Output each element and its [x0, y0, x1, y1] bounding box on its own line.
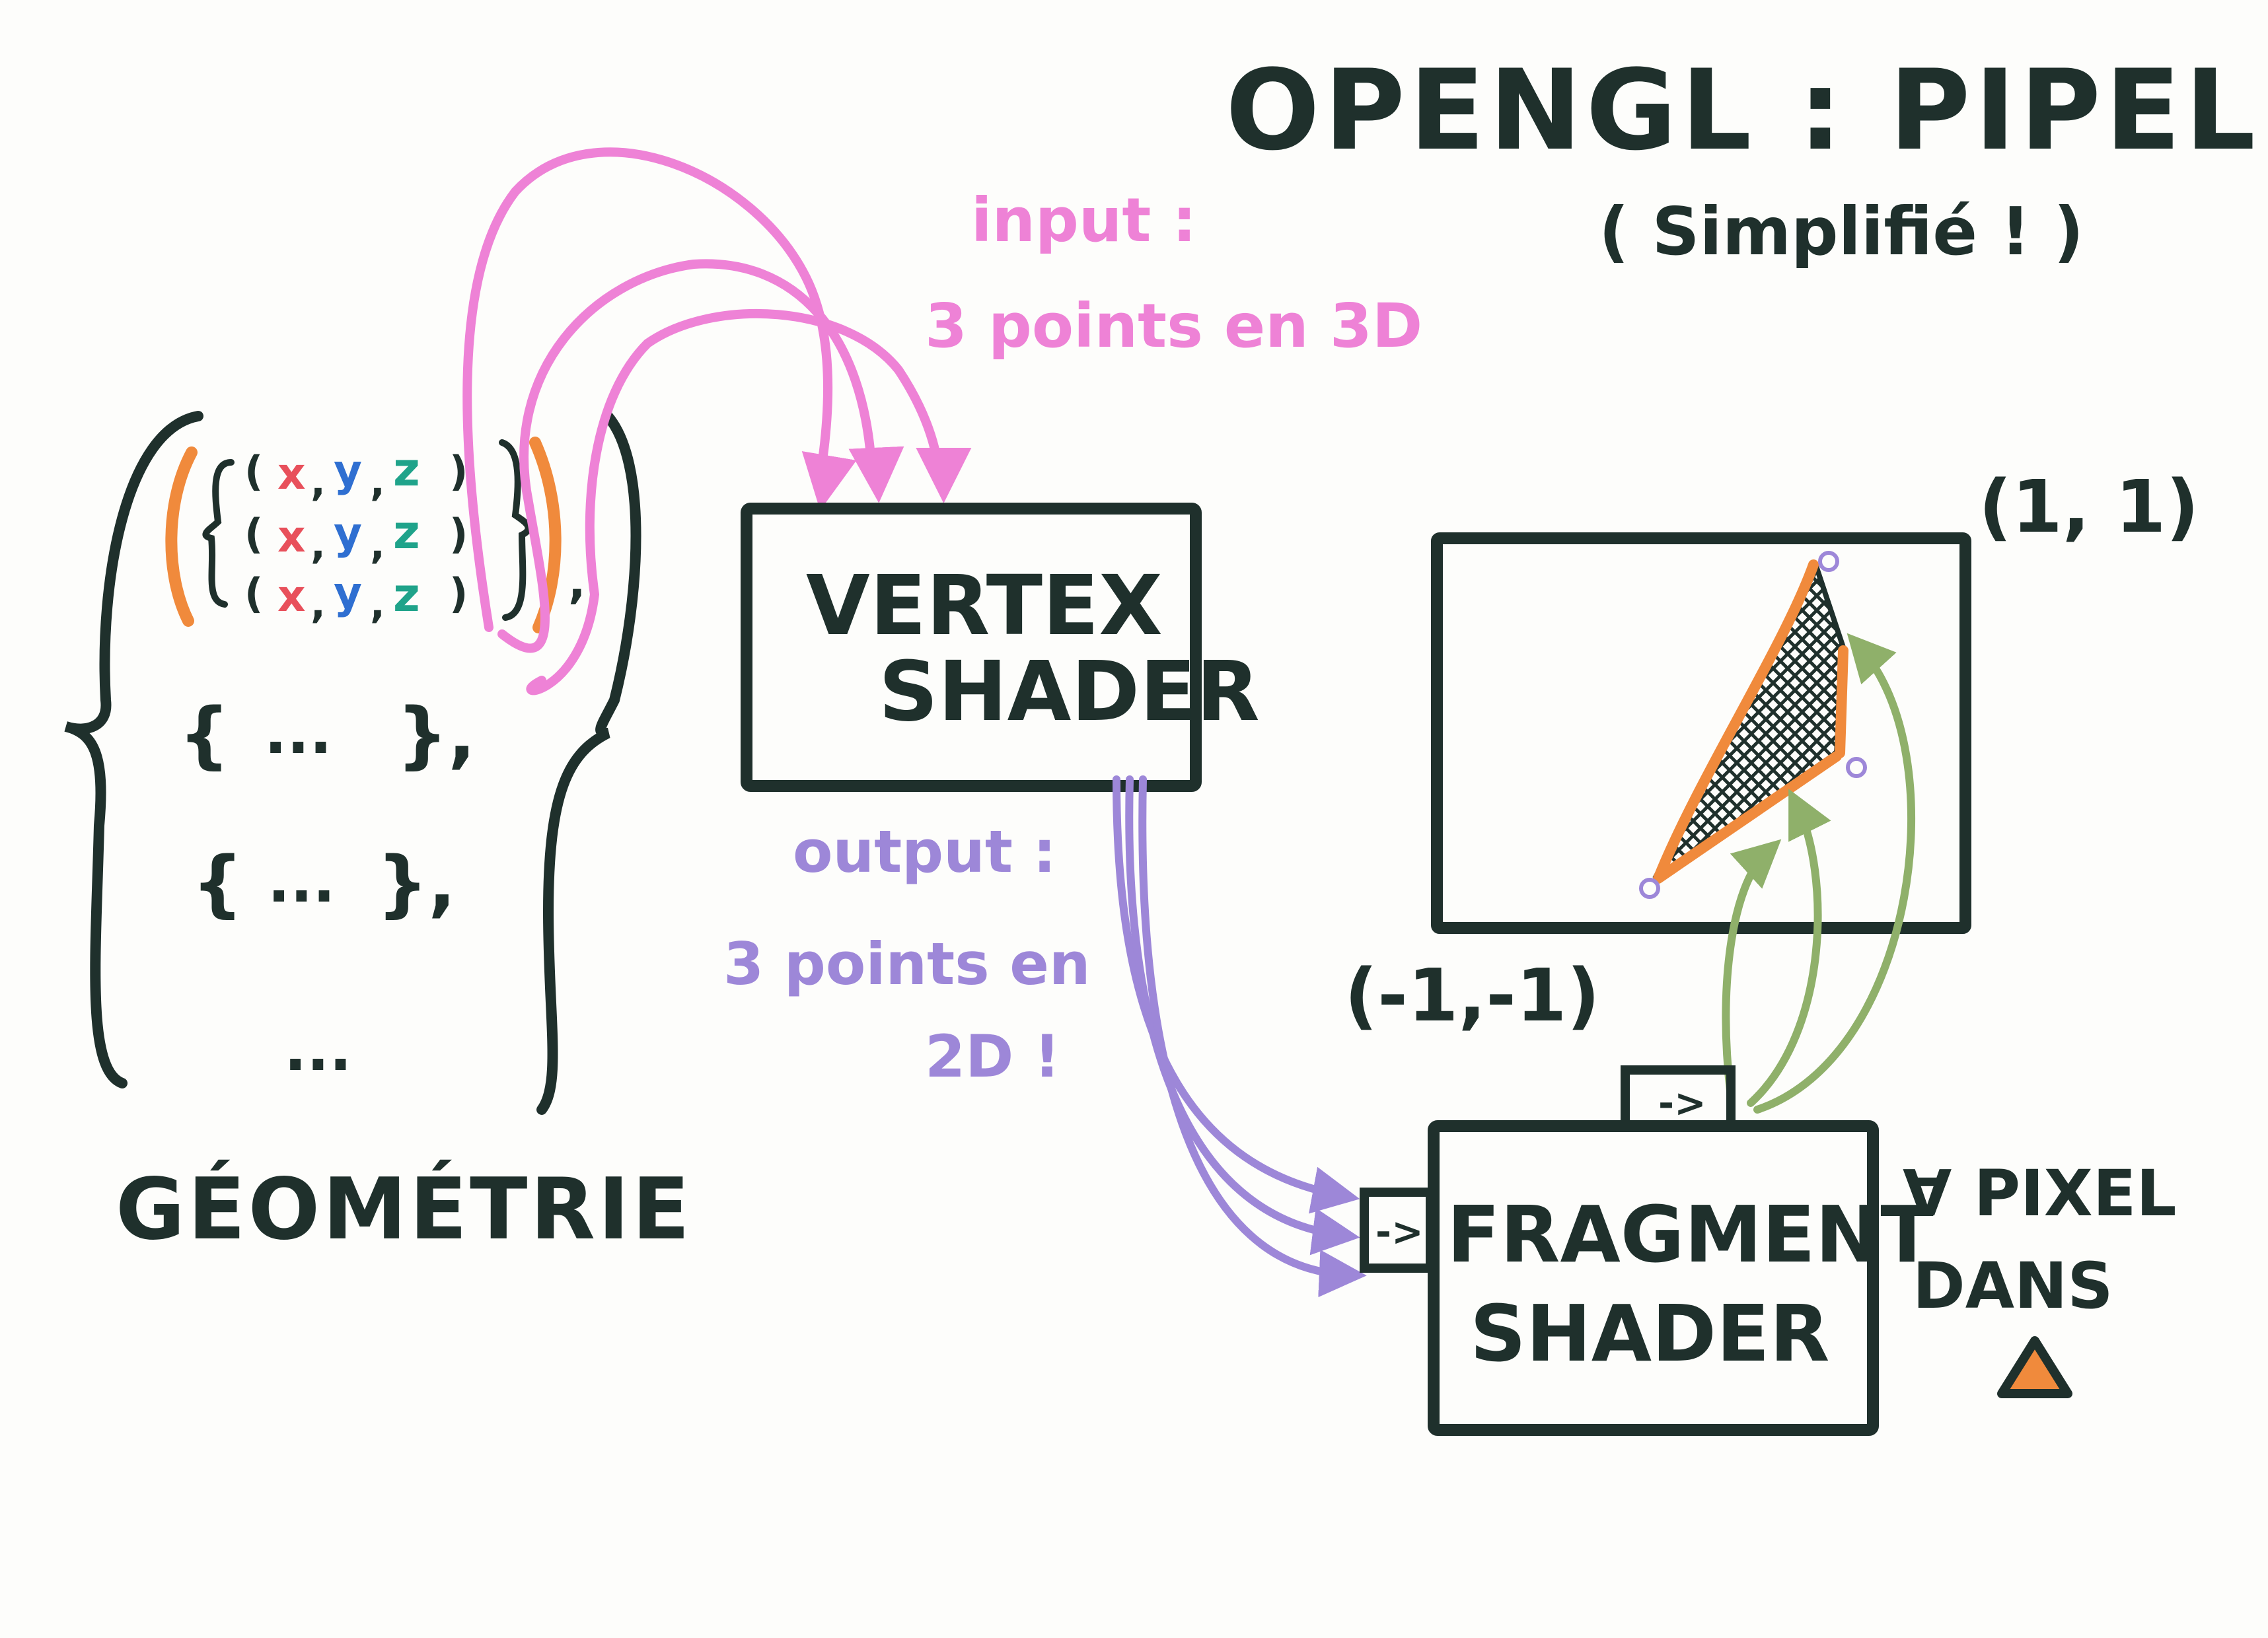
svg-text:{: {: [192, 841, 243, 925]
fragment-shader-box: -> -> FRAGMENT SHADER: [1360, 1065, 1934, 1436]
svg-text:): ): [449, 510, 468, 558]
svg-text:...: ...: [268, 847, 336, 916]
element-placeholder-3: { ... },: [192, 841, 456, 925]
vertex-row-2: ( x , y , z ): [244, 505, 468, 568]
coord-z: z: [393, 443, 420, 497]
svg-text:},: },: [396, 692, 476, 777]
row-comma: ,: [568, 555, 586, 609]
fragment-input-port-glyph: ->: [1375, 1209, 1424, 1254]
coord-x: x: [277, 448, 306, 499]
vertex-brackets: [165, 437, 562, 633]
svg-text:,: ,: [311, 581, 326, 627]
fragment-output-port: [1621, 1065, 1736, 1131]
triangle-outline: [1653, 559, 1848, 884]
output-note-line-2: 3 points en: [723, 930, 1091, 998]
svg-text:{: {: [178, 692, 230, 777]
fragment-arrows: [1722, 633, 1916, 1114]
svg-text:,: ,: [311, 459, 326, 505]
coord-x: x: [277, 571, 306, 622]
screen-bottom-left-label: (-1,-1): [1344, 953, 1600, 1038]
element-placeholder-2: { ... },: [178, 692, 476, 777]
output-note-line-3: 2D !: [925, 1022, 1060, 1090]
svg-text:,: ,: [370, 581, 385, 627]
inner-braces: [202, 439, 532, 621]
svg-text:): ): [449, 569, 468, 618]
input-note-line-2: 3 points en 3D: [925, 291, 1422, 361]
vertex-row-1: ( x , y , z ): [244, 443, 468, 505]
geometry-more: ...: [284, 1015, 352, 1085]
coord-y: y: [334, 567, 362, 618]
fragment-shader-line-2: SHADER: [1470, 1288, 1829, 1379]
svg-text:(: (: [244, 447, 263, 495]
coord-z: z: [393, 568, 420, 622]
coord-y: y: [334, 445, 362, 496]
geometry-label: GÉOMÉTRIE: [116, 1160, 692, 1259]
screen-top-right-label: (1, 1): [1979, 464, 2199, 549]
svg-text:(: (: [244, 569, 263, 618]
svg-text:(: (: [244, 510, 263, 558]
svg-text:},: },: [377, 841, 456, 925]
output-arrows: [1113, 775, 1367, 1298]
fragment-input-port: [1360, 1188, 1435, 1273]
triangle-icon: [1997, 1336, 2072, 1398]
vertex-point: [1846, 757, 1867, 778]
fragment-shader-line-1: FRAGMENT: [1447, 1189, 1934, 1280]
fragment-note-line-1: ∀ PIXEL: [1903, 1157, 2177, 1230]
title-line-2: ( Simplifié ! ): [1599, 193, 2084, 270]
outer-brace-right: [536, 411, 641, 1115]
vertex-shader-line-2: SHADER: [879, 644, 1260, 740]
coord-z: z: [393, 505, 420, 559]
orange-bracket-left: [165, 446, 198, 627]
svg-text:...: ...: [264, 698, 332, 767]
input-note-line-1: input :: [971, 185, 1196, 256]
svg-text:,: ,: [370, 459, 385, 505]
coord-x: x: [277, 511, 306, 562]
geometry-array: [64, 411, 641, 1115]
fragment-output-port-glyph: ->: [1658, 1081, 1706, 1125]
vertex-shader-box: VERTEX SHADER: [741, 503, 1260, 792]
svg-text:,: ,: [311, 522, 326, 568]
title-line-1: OPENGL : PIPELINE: [1225, 46, 2268, 175]
vertex-row-3: ( x , y , z ): [244, 567, 468, 627]
output-note-line-1: output :: [793, 818, 1056, 886]
vertex-point: [1639, 878, 1660, 899]
svg-text:,: ,: [370, 522, 385, 568]
outer-brace-left: [64, 411, 203, 1088]
coord-y: y: [334, 508, 362, 559]
fragment-note-line-2: DANS: [1913, 1249, 2113, 1323]
input-arrows: [462, 147, 972, 695]
vertex-shader-line-1: VERTEX: [806, 558, 1163, 654]
vertex-point: [1818, 551, 1839, 572]
screen-viewport: [1431, 532, 1971, 934]
